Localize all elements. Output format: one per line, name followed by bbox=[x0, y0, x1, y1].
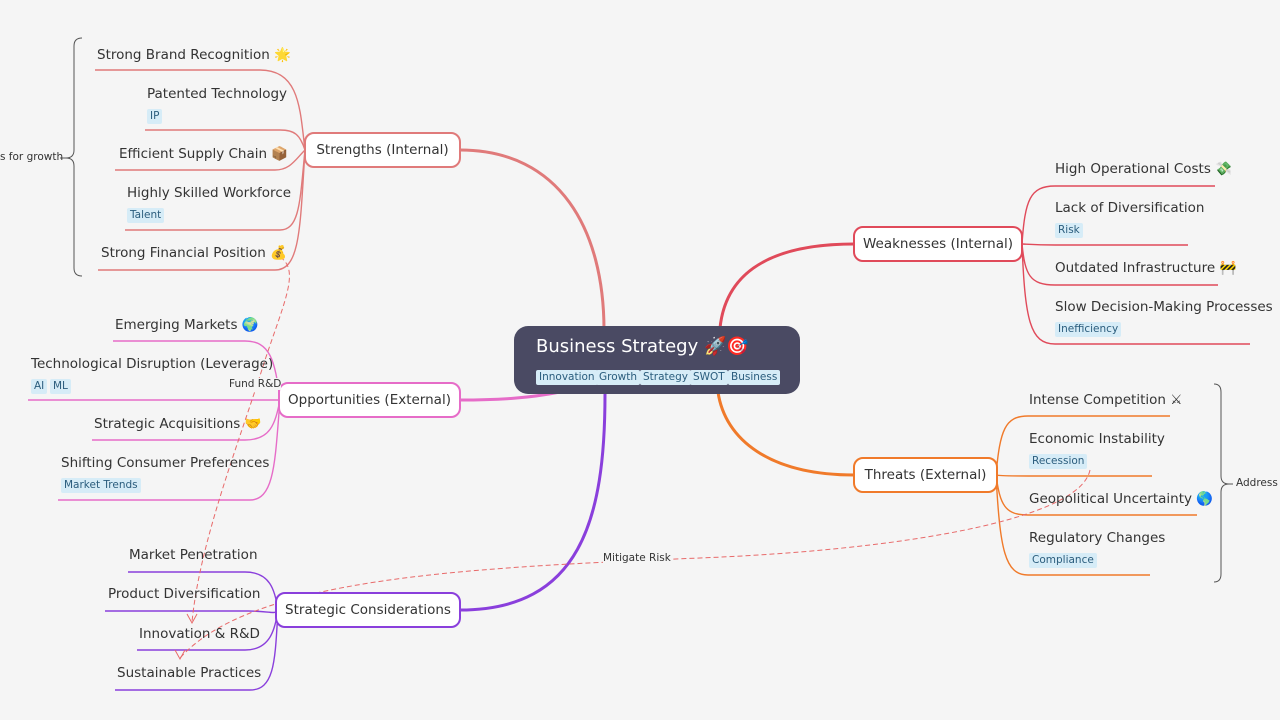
topic-market-penetration[interactable]: Market Penetration bbox=[129, 547, 258, 563]
tag-compliance: Compliance bbox=[1029, 553, 1097, 568]
tag-risk: Risk bbox=[1055, 223, 1083, 238]
tag-market-trends: Market Trends bbox=[61, 478, 141, 493]
topic-slow-decision-making[interactable]: Slow Decision-Making Processes bbox=[1055, 299, 1273, 315]
tag-ml: ML bbox=[50, 379, 71, 394]
branch-weaknesses[interactable]: Weaknesses (Internal) bbox=[853, 226, 1023, 262]
root-tag: Business bbox=[728, 370, 781, 385]
topic-strategic-acquisitions[interactable]: Strategic Acquisitions 🤝 bbox=[94, 416, 262, 432]
root-tag: Growth bbox=[596, 370, 641, 385]
root-tag: Innovation bbox=[536, 370, 598, 385]
root-tag: SWOT bbox=[690, 370, 728, 385]
tag-inefficiency: Inefficiency bbox=[1055, 322, 1122, 337]
branch-opportunities[interactable]: Opportunities (External) bbox=[278, 382, 461, 418]
topic-lack-of-diversification[interactable]: Lack of Diversification bbox=[1055, 200, 1205, 216]
topic-efficient-supply-chain[interactable]: Efficient Supply Chain 📦 bbox=[119, 146, 289, 162]
topic-highly-skilled-workforce[interactable]: Highly Skilled Workforce bbox=[127, 185, 292, 201]
tag-ip: IP bbox=[147, 109, 163, 124]
branch-threats[interactable]: Threats (External) bbox=[853, 457, 998, 493]
topic-economic-instability[interactable]: Economic Instability bbox=[1029, 431, 1165, 447]
curve-root-threats bbox=[716, 391, 855, 477]
root-topic[interactable]: Business Strategy 🚀🎯 Innovation Growth S… bbox=[514, 326, 800, 394]
root-tag: Strategy bbox=[640, 370, 691, 385]
branch-strategic-considerations[interactable]: Strategic Considerations bbox=[275, 592, 461, 628]
topic-outdated-infrastructure[interactable]: Outdated Infrastructure 🚧 bbox=[1055, 260, 1237, 276]
summary-left-label[interactable]: s for growth bbox=[0, 151, 64, 163]
topic-product-diversification[interactable]: Product Diversification bbox=[108, 586, 261, 602]
curve-root-strategic bbox=[459, 393, 607, 612]
tag-ai: AI bbox=[31, 379, 48, 394]
topic-innovation-rd[interactable]: Innovation & R&D bbox=[139, 626, 260, 642]
topic-geopolitical-uncertainty[interactable]: Geopolitical Uncertainty 🌎 bbox=[1029, 491, 1214, 507]
topic-regulatory-changes[interactable]: Regulatory Changes bbox=[1029, 530, 1166, 546]
topic-strong-financial-position[interactable]: Strong Financial Position 💰 bbox=[101, 245, 287, 261]
curve-root-strengths bbox=[459, 148, 606, 331]
topic-shifting-consumer-preferences[interactable]: Shifting Consumer Preferences bbox=[61, 455, 270, 471]
summary-bracket-left bbox=[65, 37, 83, 277]
tag-talent: Talent bbox=[127, 208, 165, 223]
topic-technological-disruption[interactable]: Technological Disruption (Leverage) bbox=[31, 356, 274, 372]
curve-root-weaknesses bbox=[718, 242, 855, 329]
relation-mitigate-risk bbox=[179, 469, 1091, 659]
topic-intense-competition[interactable]: Intense Competition ⚔ bbox=[1029, 392, 1183, 408]
topic-strong-brand-recognition[interactable]: Strong Brand Recognition 🌟 bbox=[97, 47, 291, 63]
relation-label-fund-rd[interactable]: Fund R&D bbox=[229, 378, 282, 390]
tag-recession: Recession bbox=[1029, 454, 1088, 469]
summary-right-label[interactable]: Address bbox=[1236, 477, 1278, 489]
relation-label-mitigate-risk[interactable]: Mitigate Risk bbox=[603, 552, 671, 564]
topic-emerging-markets[interactable]: Emerging Markets 🌍 bbox=[115, 317, 259, 333]
topic-sustainable-practices[interactable]: Sustainable Practices bbox=[117, 665, 262, 681]
topic-patented-technology[interactable]: Patented Technology bbox=[147, 86, 288, 102]
branch-strengths[interactable]: Strengths (Internal) bbox=[304, 132, 461, 168]
root-title: Business Strategy 🚀🎯 bbox=[536, 336, 749, 357]
topic-high-operational-costs[interactable]: High Operational Costs 💸 bbox=[1055, 161, 1232, 177]
summary-bracket-right bbox=[1213, 383, 1230, 583]
